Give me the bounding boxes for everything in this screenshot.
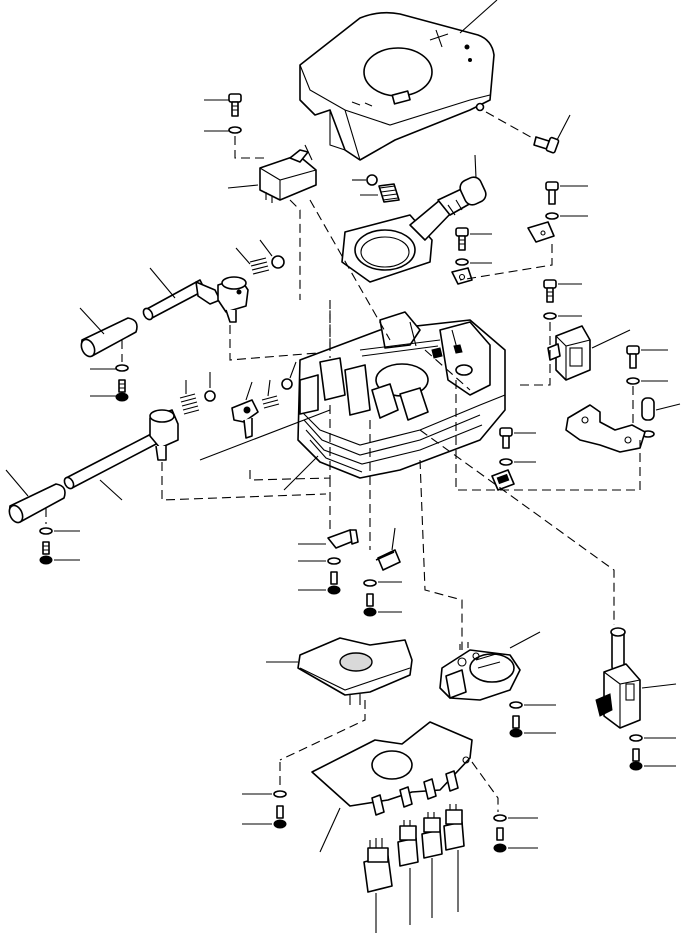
base-left-fasteners [273,790,287,829]
relay-1 [363,838,393,893]
ball-mid [281,378,293,390]
bottom-base-plate [311,721,473,816]
rotary-switch [439,642,521,701]
spring-mid-left [179,393,200,415]
upper-handle-grip [80,317,138,358]
lever-switch [341,176,487,283]
key-switch-fasteners [629,734,643,771]
ball-mid-left [204,390,216,402]
spring-top [378,183,400,203]
spring-mid [261,395,280,409]
lower-rod-assembly [63,409,179,490]
leader-cover [459,0,498,34]
relay-4 [443,804,465,851]
lower-grip-fasteners [39,508,53,565]
relay-2 [397,820,419,867]
base-right-fasteners [493,814,507,853]
bracket-plate-right [565,404,646,453]
rotary-fasteners [509,701,523,738]
lever-screw [451,227,473,285]
upper-grip-fasteners [115,340,129,402]
ball-left [271,255,285,269]
spring-left-top [249,257,270,275]
right-bracket-screws [527,181,559,243]
small-bracket-right [363,549,401,617]
top-cover [299,11,495,161]
right-switch-screw [543,279,557,320]
detent-plunger [231,399,259,439]
main-housing [297,311,506,479]
upper-rod-assembly [142,276,249,323]
lower-cover-plate [297,637,413,705]
housing-right-screws [491,427,515,491]
far-right-screws [626,345,655,438]
ball-top [366,174,378,186]
relay-3 [421,812,443,859]
top-left-screw [228,93,242,134]
cover-screw [533,136,560,154]
limit-switch-top [259,144,317,203]
lower-handle-grip [8,483,66,524]
right-limit-switch [547,325,591,381]
key-switch [595,627,641,729]
small-bracket-left [327,529,359,595]
